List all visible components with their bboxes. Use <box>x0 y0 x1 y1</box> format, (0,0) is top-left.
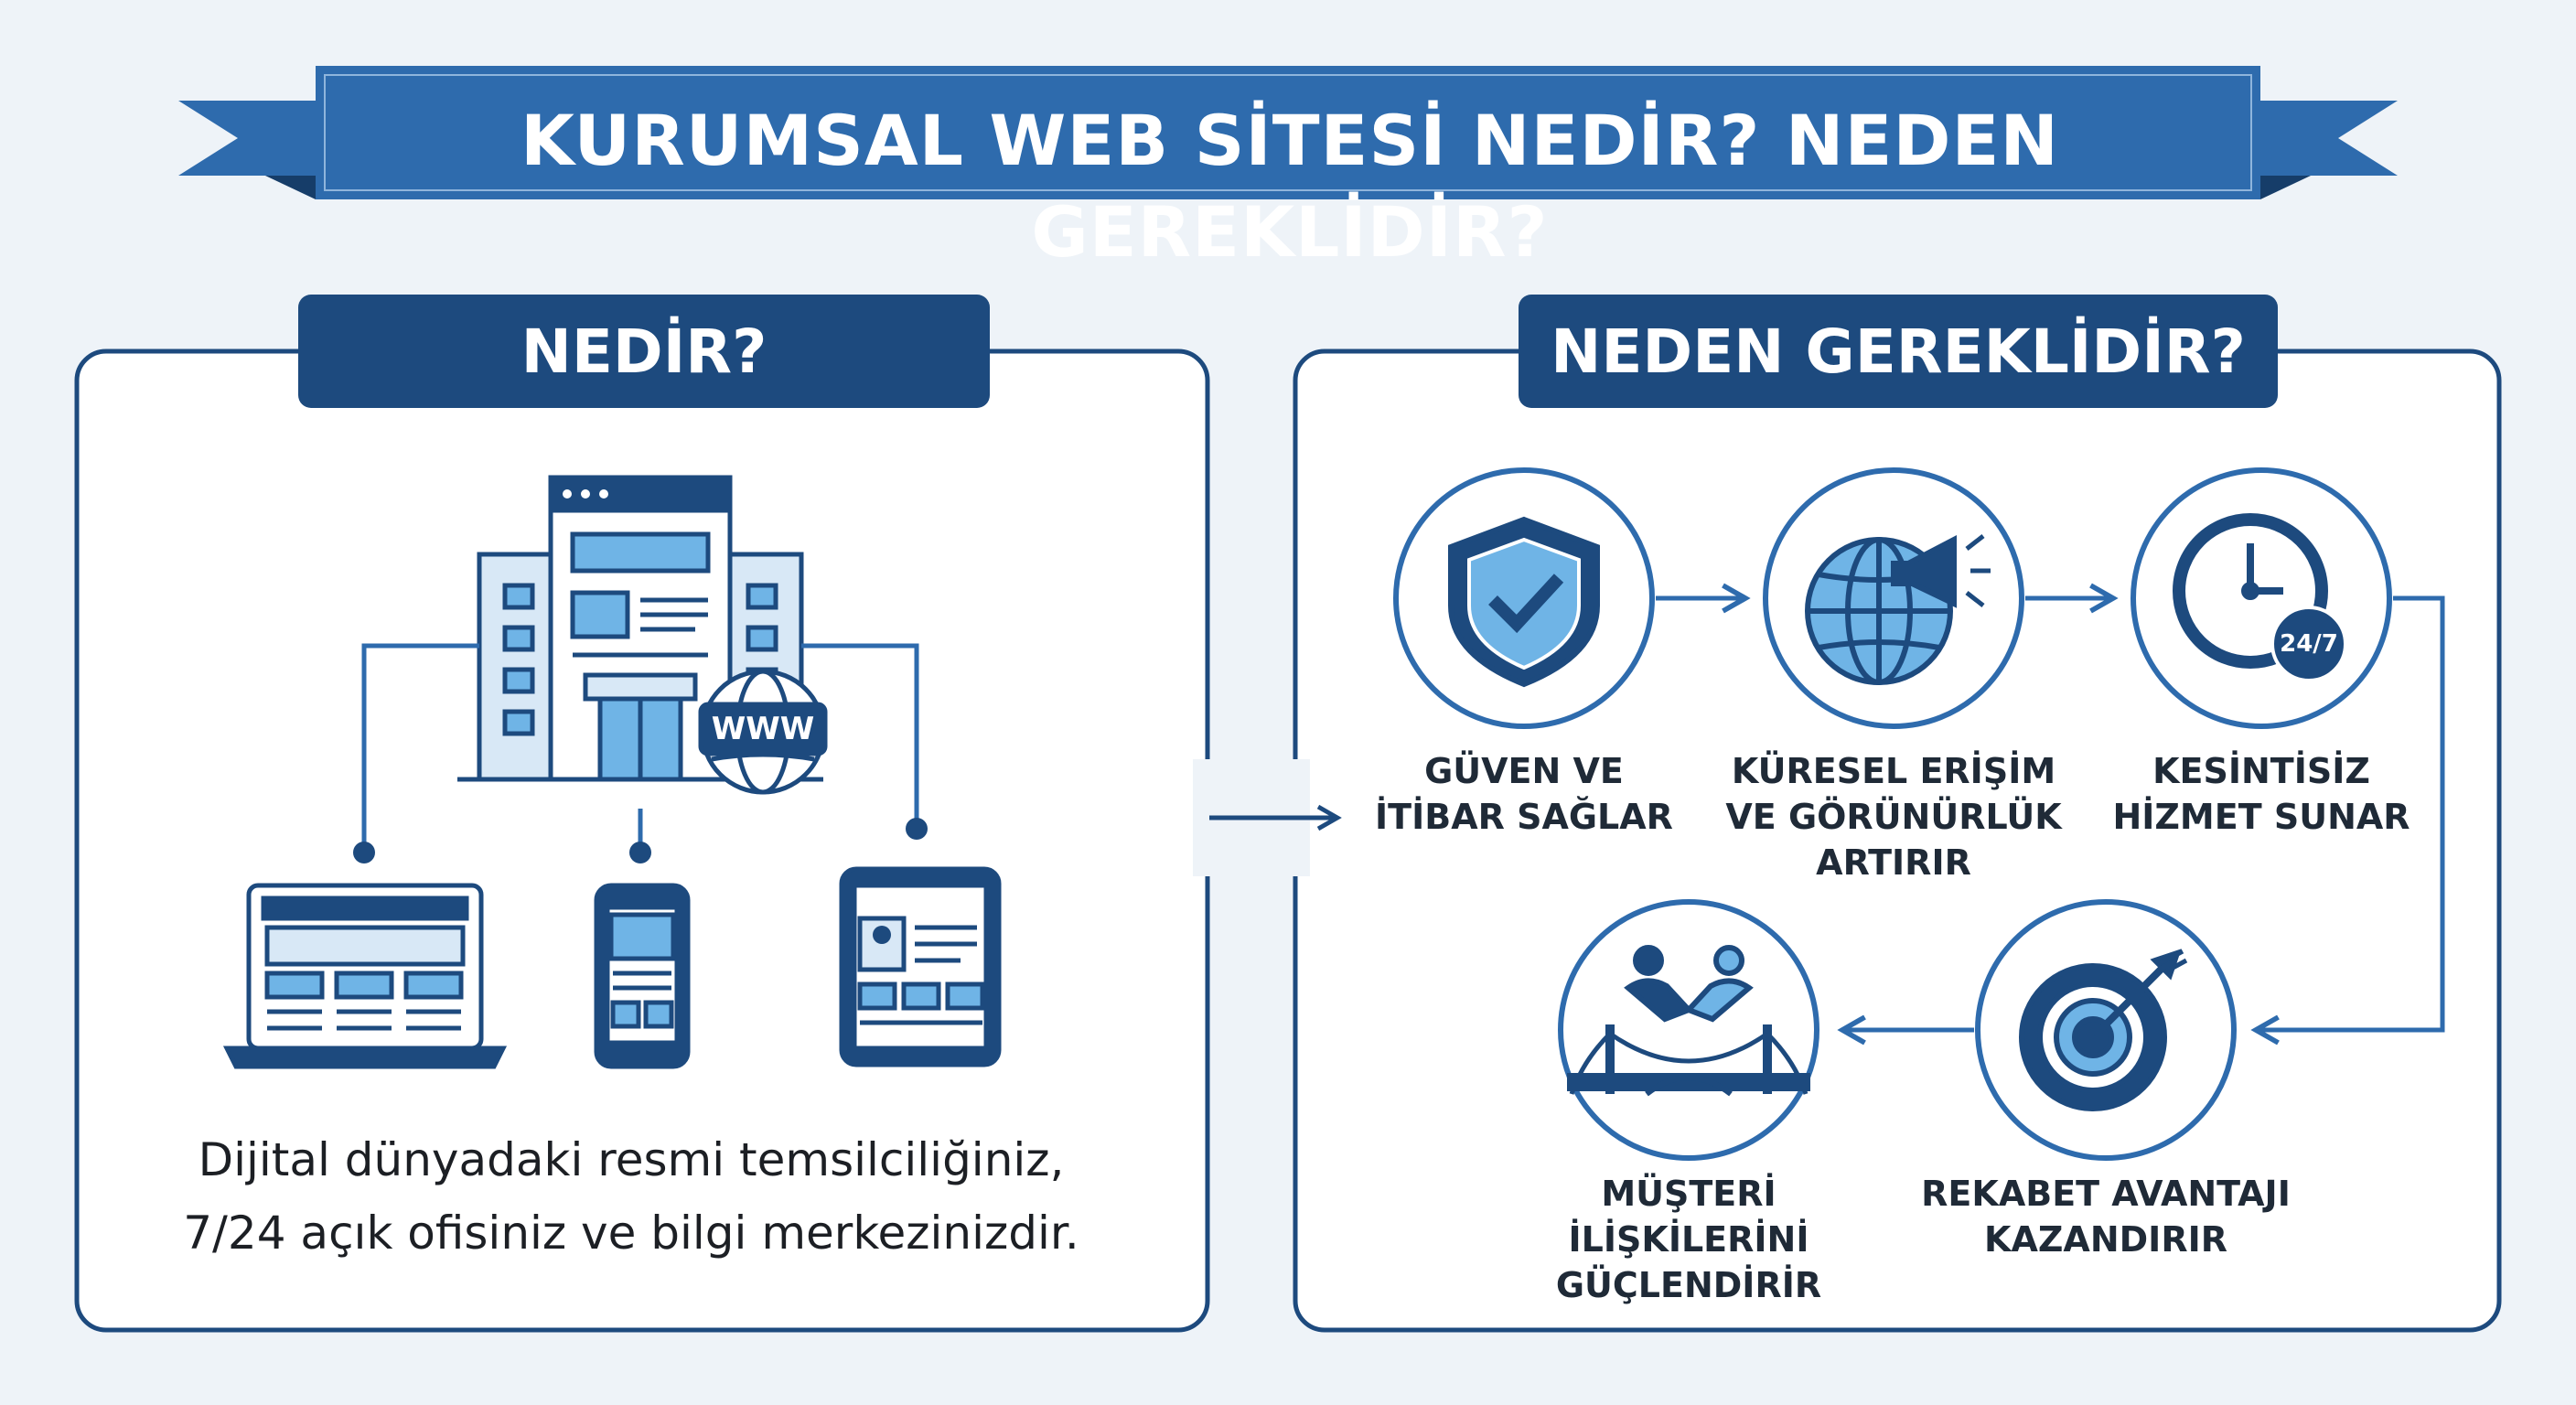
label-line: İTİBAR SAĞLAR <box>1375 797 1673 837</box>
label-line: KAZANDIRIR <box>1984 1219 2227 1260</box>
right-panel-tab <box>1519 295 2278 408</box>
label-line: REKABET AVANTAJI <box>1921 1174 2291 1214</box>
handshake-bridge-icon <box>1567 945 1810 1097</box>
laptop-icon <box>222 883 508 1069</box>
title-banner <box>178 66 2398 199</box>
building-dots <box>563 489 608 499</box>
shield-check-icon <box>1448 516 1600 688</box>
label-line: KÜRESEL ERİŞİM <box>1731 751 2056 791</box>
page-title: KURUMSAL WEB SİTESİ NEDİR? NEDEN GEREKLİ… <box>520 100 2060 273</box>
label-line: MÜŞTERİ İLİŞKİLERİNİ <box>1568 1174 1809 1260</box>
panel-connector-arrow <box>1193 759 1342 876</box>
phone-icon <box>594 883 691 1069</box>
benefit-uptime-label: KESİNTİSİZ HİZMET SUNAR <box>2069 748 2453 840</box>
definition-line: Dijital dünyadaki resmi temsilciliğiniz, <box>198 1133 1065 1186</box>
www-badge: WWW <box>711 711 815 747</box>
benefit-customer-label: MÜŞTERİ İLİŞKİLERİNİ GÜÇLENDİRİR <box>1478 1171 1899 1308</box>
target-arrow-icon <box>2019 949 2188 1111</box>
right-panel-title: NEDEN GEREKLİDİR? <box>1551 316 2246 387</box>
label-line: KESİNTİSİZ <box>2152 751 2370 791</box>
benefit-trust-label: GÜVEN VE İTİBAR SAĞLAR <box>1332 748 1716 840</box>
benefit-competition-label: REKABET AVANTAJI KAZANDIRIR <box>1905 1171 2307 1262</box>
tablet-icon <box>839 866 1002 1067</box>
left-panel-tab <box>298 295 990 408</box>
flow-connectors <box>1656 583 2445 1046</box>
label-line: GÜVEN VE <box>1424 751 1624 791</box>
icon-circles <box>1393 467 2392 1161</box>
clock-badge-text: 24/7 <box>2280 630 2338 658</box>
globe-megaphone-icon <box>1805 534 1991 685</box>
building-icon <box>457 475 823 782</box>
clock-24-7-icon <box>2173 513 2347 682</box>
label-line: VE GÖRÜNÜRLÜK <box>1725 797 2062 837</box>
benefit-reach-label: KÜRESEL ERİŞİM VE GÖRÜNÜRLÜK ARTIRIR <box>1701 748 2086 885</box>
www-globe-icon <box>698 669 828 795</box>
definition-line: 7/24 açık ofisiniz ve bilgi merkezinizdi… <box>183 1207 1079 1260</box>
definition-text: Dijital dünyadaki resmi temsilciliğiniz,… <box>137 1123 1125 1270</box>
connector-dots <box>353 818 928 863</box>
label-line: GÜÇLENDİRİR <box>1555 1265 1822 1305</box>
left-panel-title: NEDİR? <box>521 316 767 387</box>
label-line: ARTIRIR <box>1816 842 1971 883</box>
label-line: HİZMET SUNAR <box>2112 797 2410 837</box>
